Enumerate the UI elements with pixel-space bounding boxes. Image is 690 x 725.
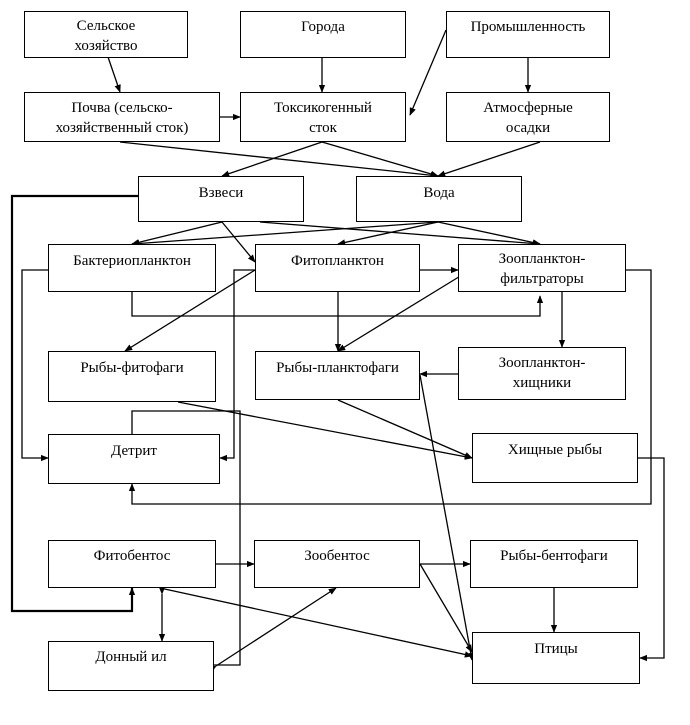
arrow-water-bacterio xyxy=(131,221,439,247)
node-bacterio: Бактериопланктон xyxy=(48,244,216,292)
arrow-silt-zoobenthos xyxy=(208,587,337,673)
node-cities: Города xyxy=(240,11,406,58)
node-birds-line1: Птицы xyxy=(534,641,578,657)
node-cities-line1: Города xyxy=(301,19,345,35)
arrow-industry-toxic xyxy=(409,29,447,116)
arrow-phyto-detritus xyxy=(219,269,255,462)
node-soil-line1: Почва (сельско- xyxy=(71,100,173,116)
node-phyto-line1: Фитопланктон xyxy=(291,253,384,269)
node-phytobenthos-line1: Фитобентос xyxy=(93,548,171,564)
arrow-fishplankto-birds xyxy=(419,374,474,661)
arrow-suspension-silt xyxy=(10,194,138,613)
node-phyto: Фитопланктон xyxy=(255,244,420,292)
node-water: Вода xyxy=(356,176,522,222)
node-phytobenthos: Фитобентос xyxy=(48,540,216,588)
node-zoobenthos-line1: Зообентос xyxy=(304,548,370,564)
node-detritus: Детрит xyxy=(48,434,220,484)
node-toxic-line1: Токсикогенный xyxy=(274,100,372,116)
arrow-suspension-bacterio xyxy=(131,221,223,246)
node-water-line1: Вода xyxy=(423,185,455,201)
node-fishbentho-line1: Рыбы-бентофаги xyxy=(500,548,608,564)
node-predfish-line1: Хищные рыбы xyxy=(507,442,603,458)
arrow-suspension-zoofilter xyxy=(259,221,541,247)
node-zoobenthos: Зообентос xyxy=(254,540,420,588)
arrow-zoofilter-fishplankto xyxy=(337,274,463,352)
node-precip-line2: осадки xyxy=(505,120,551,136)
arrow-bacterio-zoofilter xyxy=(131,292,544,317)
node-industry: Промышленность xyxy=(446,11,610,58)
arrow-toxic-water xyxy=(321,141,439,178)
arrow-soil-water xyxy=(119,141,439,179)
node-toxic-line2: сток xyxy=(309,120,337,136)
node-fishplankto: Рыбы-планктофаги xyxy=(255,351,420,400)
node-zoopred: Зоопланктон- хищники xyxy=(458,347,626,400)
node-fishbentho: Рыбы-бентофаги xyxy=(470,540,638,588)
arrow-toxic-suspension xyxy=(221,141,323,177)
arrow-fishplankto-predfish xyxy=(337,399,473,459)
node-bacterio-line1: Бактериопланктон xyxy=(73,253,191,269)
arrow-predfish-birds xyxy=(638,457,665,662)
node-toxic: Токсикогенный сток xyxy=(240,92,406,142)
node-suspension: Взвеси xyxy=(138,176,304,222)
arrow-precip-water xyxy=(437,141,541,177)
node-zoopred-line1: Зоопланктон- xyxy=(498,355,586,371)
node-agriculture-line1: Сельское xyxy=(76,18,136,34)
node-soil: Почва (сельско- хозяйственный сток) xyxy=(24,92,220,142)
node-silt-line1: Донный ил xyxy=(95,649,167,665)
node-zoofilter: Зоопланктон- фильтраторы xyxy=(458,244,626,292)
arrow-phyto-fishphyto xyxy=(124,269,256,352)
node-predfish: Хищные рыбы xyxy=(472,433,638,483)
node-zoofilter-line2: фильтраторы xyxy=(500,271,584,287)
node-detritus-line1: Детрит xyxy=(111,443,157,459)
node-fishplankto-line1: Рыбы-планктофаги xyxy=(276,360,399,376)
node-zoofilter-line1: Зоопланктон- xyxy=(498,251,586,267)
arrow-zoofilter-detritus xyxy=(128,269,652,505)
arrow-zoobenthos-birds xyxy=(419,563,473,653)
node-fishphyto-line1: Рыбы-фитофаги xyxy=(80,360,184,376)
node-agriculture-line2: хозяйство xyxy=(74,38,138,54)
node-birds: Птицы xyxy=(472,632,640,684)
arrow-bacterio-detritus xyxy=(21,269,49,462)
node-suspension-line1: Взвеси xyxy=(198,185,244,201)
node-precip-line1: Атмосферные xyxy=(483,100,573,116)
node-agriculture: Сельское хозяйство xyxy=(24,11,188,58)
node-silt: Донный ил xyxy=(48,641,214,691)
arrow-water-zoofilter xyxy=(437,221,541,246)
arrow-suspension-phyto xyxy=(221,221,256,263)
arrow-agriculture-soil xyxy=(107,56,121,93)
node-soil-line2: хозяйственный сток) xyxy=(55,120,189,136)
node-industry-line1: Промышленность xyxy=(470,19,586,35)
node-fishphyto: Рыбы-фитофаги xyxy=(48,351,216,402)
arrow-water-phyto xyxy=(337,221,439,246)
node-precip: Атмосферные осадки xyxy=(446,92,610,142)
node-zoopred-line2: хищники xyxy=(512,375,572,391)
